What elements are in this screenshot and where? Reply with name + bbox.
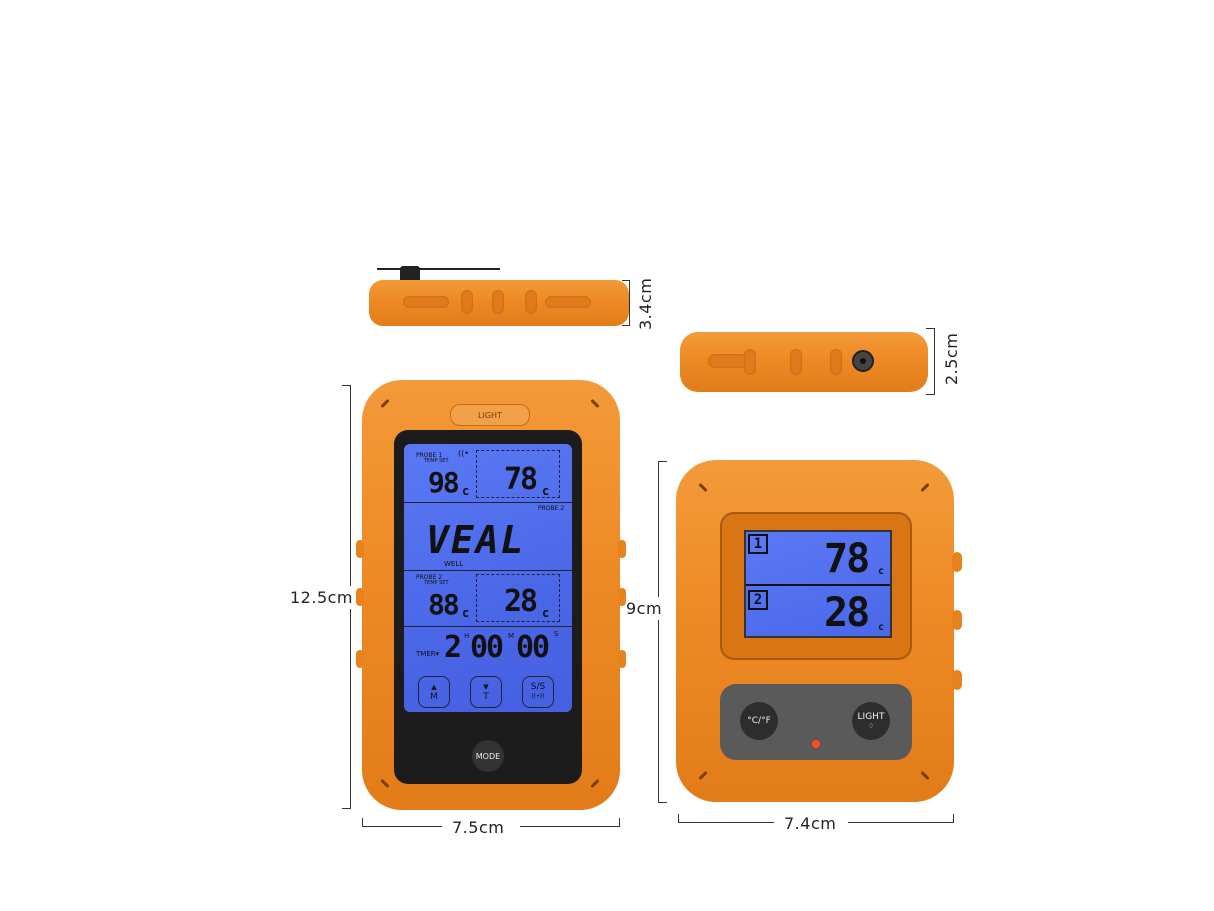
receiver-probe2-index: 2 [748, 590, 768, 610]
up-m-button[interactable]: ▲ M [418, 676, 450, 708]
receiver-width-label: 7.4cm [784, 814, 837, 833]
status-led [812, 740, 820, 748]
probe2-set-unit: c [542, 606, 550, 620]
timer-label: TMER▾ [416, 650, 440, 658]
probe2-top-label: PROBE 2 [538, 505, 565, 512]
side-thickness-label: 2.5cm [942, 332, 961, 385]
probe-jack-icon [852, 350, 874, 372]
signal-icon: ((• [458, 449, 469, 458]
main-unit-body: LIGHT PROBE 1 TEMP SET ((• 98 c 78 c PRO… [356, 380, 626, 810]
probe1-label: PROBE 1 [416, 452, 443, 459]
timer-s: S [554, 630, 559, 638]
probe2-set-temp: 28 [504, 584, 538, 619]
receiver-probe2-temp: 28 [824, 590, 870, 636]
probe2-label: PROBE 2 [416, 574, 443, 581]
start-stop-button[interactable]: S/S ((•)) [522, 676, 554, 708]
timer-hours: 2 [444, 630, 463, 665]
alarm-icon: ((•)) [531, 693, 545, 700]
light-button-label: LIGHT [478, 410, 502, 420]
top-view-body [369, 280, 629, 326]
timer-m: M [508, 632, 515, 640]
light-button[interactable]: LIGHT [450, 404, 530, 426]
probe2-temp: 88 [428, 588, 460, 621]
receiver-probe2-unit: c [878, 622, 885, 633]
side-view-body [680, 332, 928, 392]
up-arrow-icon: ▲ [431, 683, 437, 691]
temp-set-label: TEMP SET [424, 458, 449, 464]
light-icon: ♢ [867, 722, 875, 730]
probe2-set-box [476, 574, 560, 622]
top-thickness-label: 3.4cm [636, 277, 655, 330]
front-height-label: 12.5cm [290, 586, 354, 609]
receiver-height-label: 9cm [626, 597, 663, 620]
receiver-probe1-index: 1 [748, 534, 768, 554]
temp-set-label-2: TEMP SET [424, 580, 449, 586]
down-t-button[interactable]: ▼ T [470, 676, 502, 708]
probe1-set-box [476, 450, 560, 498]
timer-seconds: 00 [516, 630, 550, 665]
receiver-body: 1 78 c 2 28 c °C/°F LIGHT ♢ [676, 460, 962, 802]
probe1-set-temp: 78 [504, 462, 538, 497]
top-view-antenna [377, 268, 500, 270]
receiver-lcd: 1 78 c 2 28 c [744, 530, 892, 638]
timer-minutes: 00 [470, 630, 504, 665]
celsius-fahrenheit-button[interactable]: °C/°F [740, 702, 778, 740]
doneness-label: WELL [444, 560, 464, 568]
probe1-unit: c [462, 484, 470, 498]
timer-h: H [464, 632, 470, 640]
down-arrow-icon: ▼ [483, 683, 489, 691]
probe1-temp: 98 [428, 466, 460, 499]
top-view-antenna-clip [400, 266, 420, 280]
meat-type: VEAL [426, 518, 526, 562]
probe1-set-unit: c [542, 484, 550, 498]
receiver-probe1-temp: 78 [824, 536, 870, 582]
receiver-control-panel: °C/°F LIGHT ♢ [720, 684, 912, 760]
main-lcd: PROBE 1 TEMP SET ((• 98 c 78 c PROBE 2 V… [404, 444, 572, 712]
receiver-bezel: 1 78 c 2 28 c [720, 512, 912, 660]
probe2-unit: c [462, 606, 470, 620]
receiver-light-button[interactable]: LIGHT ♢ [852, 702, 890, 740]
receiver-probe1-unit: c [878, 566, 885, 577]
main-front-panel: PROBE 1 TEMP SET ((• 98 c 78 c PROBE 2 V… [394, 430, 582, 784]
mode-button[interactable]: MODE [472, 740, 504, 772]
front-width-label: 7.5cm [452, 818, 505, 837]
